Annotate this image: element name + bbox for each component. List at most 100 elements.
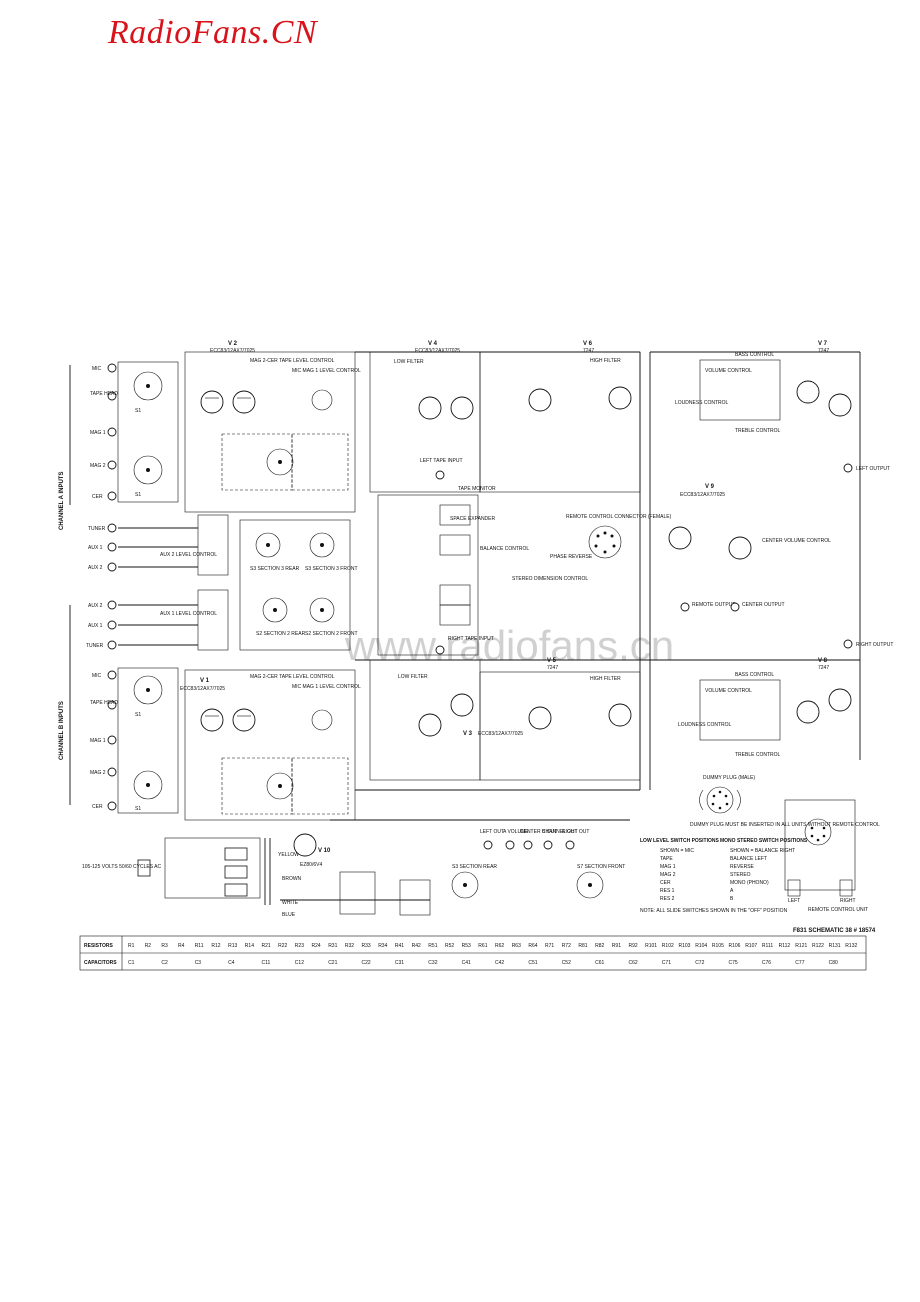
legend-capacitor-14: C61: [595, 960, 604, 966]
legend-resistor-2: R3: [161, 943, 168, 949]
svg-text:TUNER: TUNER: [88, 526, 106, 532]
dummy-plug-title: DUMMY PLUG (MALE): [703, 775, 755, 781]
jack-a-aux2: AUX 2: [88, 562, 117, 572]
tube-v10: [293, 833, 317, 857]
remote-right: RIGHT: [840, 898, 856, 904]
ctrl-right-tape-input: RIGHT TAPE INPUT: [448, 636, 494, 642]
ctrl-left-output: LEFT OUTPUT: [856, 466, 890, 472]
level-pot-a: [311, 389, 333, 411]
ctrl-phase-reverse: PHASE REVERSE: [550, 554, 593, 560]
tube-v6: [528, 386, 632, 412]
legend-resistor-3: R4: [178, 943, 185, 949]
mains-plug: [137, 859, 151, 877]
legend-capacitor-21: C80: [829, 960, 838, 966]
legend-capacitor-1: C2: [161, 960, 168, 966]
svg-text:A: A: [730, 888, 734, 894]
svg-text:SHOWN = MIC: SHOWN = MIC: [660, 848, 694, 854]
legend-resistor-14: R33: [362, 943, 371, 949]
tube-v10-type: EZ80/6V4: [300, 862, 322, 868]
footnote: NOTE: ALL SLIDE SWITCHES SHOWN IN THE "O…: [640, 908, 788, 914]
ctrl-center-output: CENTER OUTPUT: [742, 602, 785, 608]
ctrl-volume-b: VOLUME CONTROL: [705, 688, 752, 694]
legend-resistor-34: R104: [695, 943, 707, 949]
legend-capacitor-20: C77: [795, 960, 804, 966]
svg-text:S1: S1: [135, 408, 141, 414]
jack-center-out: CENTER CHANNEL OUT: [520, 829, 578, 850]
tube-v1-type: ECC83/12AX7/7025: [180, 686, 225, 692]
ctrl-remote-connector: REMOTE CONTROL CONNECTOR (FEMALE): [566, 514, 672, 520]
jack-b-tape: TAPE HEAD: [90, 700, 118, 710]
switch-s3-front: S3 SECTION 3 FRONT: [305, 532, 358, 572]
label-blue: BLUE: [282, 912, 296, 918]
svg-text:B: B: [730, 896, 734, 902]
svg-text:A VOLUME: A VOLUME: [503, 829, 529, 835]
jack-b-tuner: TUNER: [86, 640, 117, 650]
legend-resistor-0: R1: [128, 943, 135, 949]
legend-capacitor-11: C42: [495, 960, 504, 966]
jack-b-cer: CER: [92, 801, 117, 811]
tube-v4: [418, 396, 474, 420]
legend-capacitor-8: C31: [395, 960, 404, 966]
input-selector-b-front: S1: [133, 675, 163, 718]
legend-resistor-8: R21: [262, 943, 271, 949]
legend-resistor-28: R82: [595, 943, 604, 949]
legend-resistor-9: R22: [278, 943, 287, 949]
tube-v7-ref: V 7: [818, 341, 828, 347]
remote-control-unit: [784, 799, 856, 897]
tube-v5: [528, 703, 632, 730]
label-brown: BROWN: [282, 876, 302, 882]
legend-resistor-30: R92: [629, 943, 638, 949]
tube-v3: [418, 693, 474, 737]
svg-text:AUX 1: AUX 1: [88, 623, 103, 629]
legend-capacitor-13: C52: [562, 960, 571, 966]
ctrl-loudness-a: LOUDNESS CONTROL: [675, 400, 729, 406]
legend-resistor-23: R63: [512, 943, 521, 949]
legend-resistor-31: R101: [645, 943, 657, 949]
jack-a-mic: MIC: [92, 363, 117, 373]
ctrl-mag-cer-b: MAG 2-CER TAPE LEVEL CONTROL: [250, 674, 335, 680]
remote-title: REMOTE CONTROL UNIT: [808, 907, 868, 913]
ctrl-mag-cer-a: MAG 2-CER TAPE LEVEL CONTROL: [250, 358, 335, 364]
svg-text:RES 2: RES 2: [660, 896, 675, 902]
svg-text:MAG 1: MAG 1: [90, 738, 106, 744]
legend-resistor-41: R122: [812, 943, 824, 949]
transformer: [264, 838, 271, 905]
svg-text:RES 1: RES 1: [660, 888, 675, 894]
legend-capacitor-19: C76: [762, 960, 771, 966]
svg-text:S3 SECTION 3 FRONT: S3 SECTION 3 FRONT: [305, 566, 358, 572]
svg-text:MONO (PHONO): MONO (PHONO): [730, 880, 769, 886]
legend-resistor-38: R111: [762, 943, 773, 949]
svg-text:CENTER CHANNEL OUT: CENTER CHANNEL OUT: [520, 829, 578, 835]
tube-v2-type: ECC83/12AX7/7025: [210, 348, 255, 354]
switch-s7-front-out: S7 SECTION FRONT: [576, 864, 625, 899]
legend-capacitor-6: C21: [328, 960, 337, 966]
jack-b-aux2: AUX 2: [88, 600, 117, 610]
legend-resistor-12: R31: [328, 943, 337, 949]
svg-text:S7 SECTION FRONT: S7 SECTION FRONT: [577, 864, 625, 870]
legend-resistor-40: R121: [795, 943, 807, 949]
svg-text:MAG 2: MAG 2: [660, 872, 676, 878]
tube-v4-type: ECC83/12AX7/7025: [415, 348, 460, 354]
legend-capacitor-3: C4: [228, 960, 235, 966]
remote-left: LEFT: [788, 898, 800, 904]
ctrl-tape-monitor: TAPE MONITOR: [458, 486, 496, 492]
jack-right-out: RIGHT OUT: [562, 829, 589, 850]
legend-resistor-22: R62: [495, 943, 504, 949]
legend-resistor-25: R71: [545, 943, 554, 949]
tube-v1-ref: V 1: [200, 678, 210, 684]
ctrl-high-filter-b: HIGH FILTER: [590, 676, 621, 682]
svg-text:TAPE HEAD: TAPE HEAD: [90, 700, 118, 706]
tube-v2-ref: V 2: [228, 341, 238, 347]
switch-s3-rear: S3 SECTION 3 REAR: [250, 532, 300, 572]
legend-capacitor-18: C75: [729, 960, 738, 966]
ctrl-bass-a: BASS CONTROL: [735, 352, 774, 358]
dummy-plug: [699, 786, 741, 814]
legend-resistor-35: R105: [712, 943, 724, 949]
tube-v5-ref: V 5: [547, 658, 557, 664]
svg-text:TAPE: TAPE: [660, 856, 673, 862]
tube-v2: [200, 390, 256, 414]
svg-text:MAG 1: MAG 1: [90, 430, 106, 436]
